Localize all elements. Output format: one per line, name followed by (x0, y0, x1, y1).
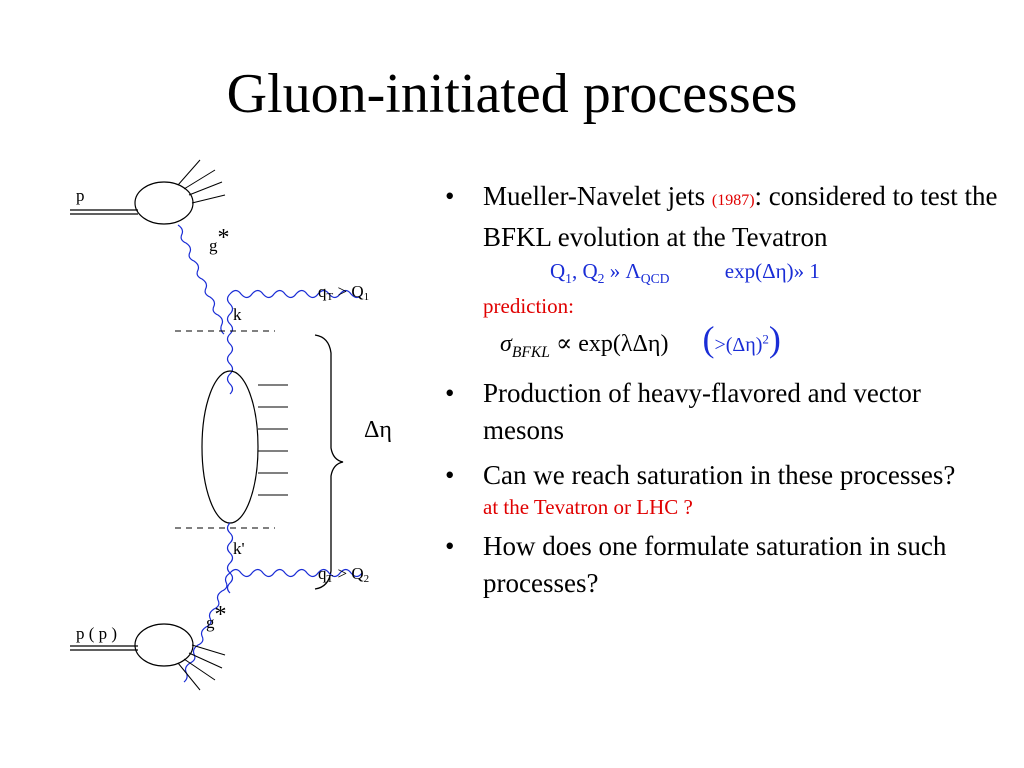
remnant-line (188, 181, 223, 196)
remnant-line (191, 194, 226, 204)
bullet-item-saturation: • Can we reach saturation in these proce… (445, 457, 1005, 494)
remnant-line (188, 652, 223, 669)
label-g-star-top: g* (209, 225, 230, 255)
bfkl-formula: σBFKL ∝ exp(λΔη) (>(Δη)2) (500, 319, 781, 361)
bullet-marker: • (445, 530, 455, 561)
feynman-diagram (70, 159, 363, 691)
rapidity-brace (314, 334, 344, 590)
scale-condition: Q1, Q2 » ΛQCD exp(Δη)» 1 (550, 259, 820, 287)
label-p-top: p (76, 186, 85, 205)
remnant-line (183, 658, 216, 681)
bullet-marker: • (445, 181, 455, 211)
gluon-k-prime (226, 522, 234, 594)
gluon-jet-bottom (229, 568, 363, 578)
bullet-marker: • (445, 377, 455, 408)
label-g-star-bottom: g* (206, 602, 227, 632)
bullet-item-mueller-navelet: • Mueller-Navelet jets (1987): considere… (445, 178, 1005, 256)
tevatron-lhc-note: at the Tevatron or LHC ? (483, 494, 693, 519)
gluon-g-star-top (177, 224, 225, 335)
label-k: k (233, 305, 242, 324)
bullet-item-heavy-flavored: • Production of heavy-flavored and vecto… (445, 375, 1005, 449)
bullet-list: • Mueller-Navelet jets (1987): considere… (445, 178, 1005, 602)
label-qT-Q1: qT > Q1 (318, 282, 370, 303)
year-citation: (1987) (711, 192, 755, 209)
remnant-line (191, 644, 226, 656)
bullet-item-formulate: • How does one formulate saturation in s… (445, 528, 1005, 602)
remnant-line (177, 662, 201, 691)
slide-title: Gluon-initiated processes (226, 63, 798, 125)
gluon-k (226, 293, 234, 395)
label-p-bottom: p ( p ) (76, 624, 118, 643)
remnant-line (183, 169, 216, 190)
label-k-prime: k' (233, 539, 245, 558)
label-delta-eta: Δη (364, 417, 392, 443)
remnant-line (177, 159, 201, 186)
gluon-jet-top (229, 289, 363, 299)
bullet-marker: • (445, 459, 455, 490)
label-qT-Q2: qT > Q2 (318, 564, 370, 585)
prediction-label: prediction: (483, 294, 574, 319)
